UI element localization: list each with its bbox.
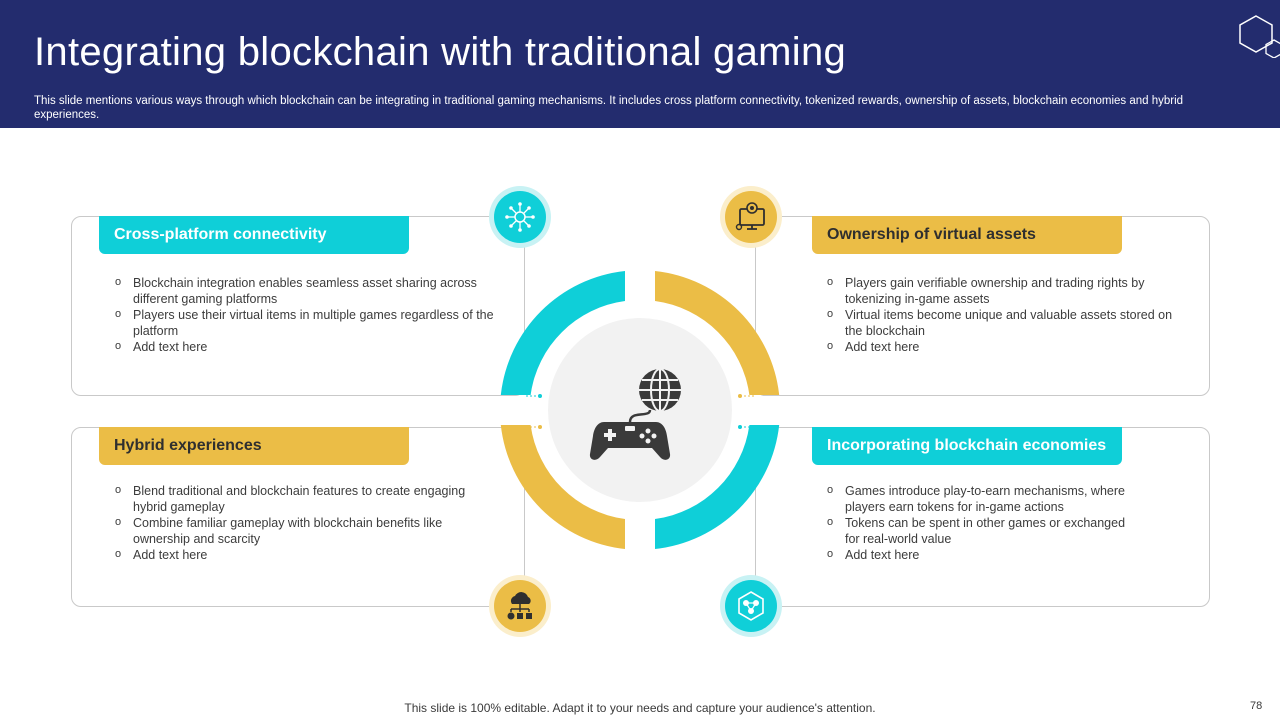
badge-economies: [720, 575, 782, 637]
network-hub-icon: [505, 202, 535, 232]
bullet-list-ownership: Players gain verifiable ownership and tr…: [827, 274, 1187, 355]
list-item: Add text here: [827, 338, 1187, 355]
ring-segment-top-right: [655, 271, 780, 395]
page-number: 78: [1250, 700, 1263, 712]
list-item: Blockchain integration enables seamless …: [115, 274, 495, 307]
blockchain-hexagon-icon: [738, 591, 764, 621]
header-banner: Integrating blockchain with traditional …: [0, 0, 1280, 128]
section-title-hybrid: Hybrid experiences: [99, 427, 409, 465]
ring-segment-bottom-right: [655, 425, 780, 549]
list-item: Tokens can be spent in other games or ex…: [827, 514, 1127, 547]
badge-hybrid: [489, 575, 551, 637]
cloud-network-icon: [507, 592, 532, 620]
section-title-economies: Incorporating blockchain economies: [812, 427, 1122, 465]
list-item: Players gain verifiable ownership and tr…: [827, 274, 1187, 307]
section-title-ownership: Ownership of virtual assets: [812, 216, 1122, 254]
list-item: Add text here: [115, 546, 495, 563]
center-ring-graphic: [500, 271, 780, 549]
list-item: Combine familiar gameplay with blockchai…: [115, 514, 495, 547]
badge-ownership: [720, 186, 782, 248]
list-item: Blend traditional and blockchain feature…: [115, 482, 495, 515]
page-title: Integrating blockchain with traditional …: [34, 30, 847, 74]
ring-segment-bottom-left: [500, 425, 625, 549]
list-item: Players use their virtual items in multi…: [115, 306, 495, 339]
list-item: Virtual items become unique and valuable…: [827, 306, 1187, 339]
ring-segment-top-left: [500, 271, 625, 395]
bullet-list-cross-platform: Blockchain integration enables seamless …: [115, 274, 495, 355]
list-item: Add text here: [827, 546, 1127, 563]
section-title-cross-platform: Cross-platform connectivity: [99, 216, 409, 254]
bullet-list-economies: Games introduce play-to-earn mechanisms,…: [827, 482, 1127, 563]
list-item: Games introduce play-to-earn mechanisms,…: [827, 482, 1127, 515]
badge-cross-platform: [489, 186, 551, 248]
gamepad-icon: [589, 422, 671, 460]
page-subtitle: This slide mentions various ways through…: [34, 95, 1184, 121]
monitor-target-icon: [735, 202, 765, 231]
footer-note: This slide is 100% editable. Adapt it to…: [404, 701, 876, 715]
globe-icon: [639, 368, 681, 412]
bullet-list-hybrid: Blend traditional and blockchain feature…: [115, 482, 495, 563]
hexagon-logo-icon: [1239, 15, 1280, 58]
list-item: Add text here: [115, 338, 495, 355]
